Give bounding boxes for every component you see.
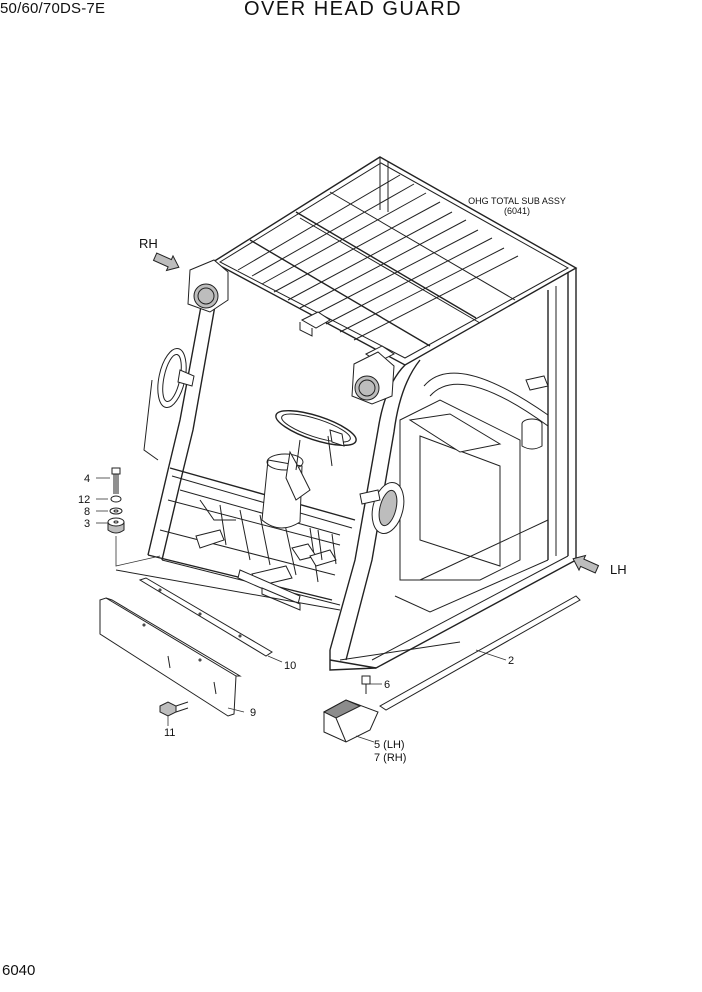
assembly-label: OHG TOTAL SUB ASSY [468, 196, 566, 206]
canopy-roof [211, 156, 578, 366]
part-10-support-bar [138, 577, 273, 657]
canopy-posts [147, 157, 577, 671]
part-4-bolt [111, 467, 121, 494]
part-11-bolt [159, 701, 189, 717]
leader-lines [96, 477, 507, 743]
part-5-7-step-block [322, 699, 379, 743]
callout-6: 6 [384, 679, 390, 691]
callout-11: 11 [164, 727, 175, 739]
rh-label: RH [139, 236, 158, 251]
part-9-cover-plate [99, 597, 242, 717]
part-8-washer [109, 507, 123, 515]
part-3-rubber-mount [107, 517, 125, 534]
part-6-screw [361, 675, 371, 694]
lh-direction-arrow [572, 554, 600, 574]
callout-10: 10 [284, 660, 296, 672]
lh-label: LH [610, 562, 627, 577]
callout-9: 9 [250, 707, 256, 719]
model-label: 50/60/70DS-7E [0, 0, 106, 17]
page-number: 6040 [2, 962, 36, 979]
callout-3: 3 [84, 518, 90, 530]
callout-12: 12 [78, 494, 90, 506]
assembly-ref: (6041) [504, 206, 530, 216]
callout-7-rh: 7 (RH) [374, 752, 406, 764]
dash-console [115, 375, 549, 661]
lights-and-mirrors [143, 259, 405, 534]
callout-8: 8 [84, 506, 90, 518]
part-12-washer [110, 495, 122, 503]
part-2-seal-strip [379, 595, 581, 711]
rh-direction-arrow [152, 252, 180, 272]
callout-2: 2 [508, 655, 514, 667]
callout-5-lh: 5 (LH) [374, 739, 405, 751]
callout-4: 4 [84, 473, 90, 485]
page-title: OVER HEAD GUARD [244, 0, 463, 20]
